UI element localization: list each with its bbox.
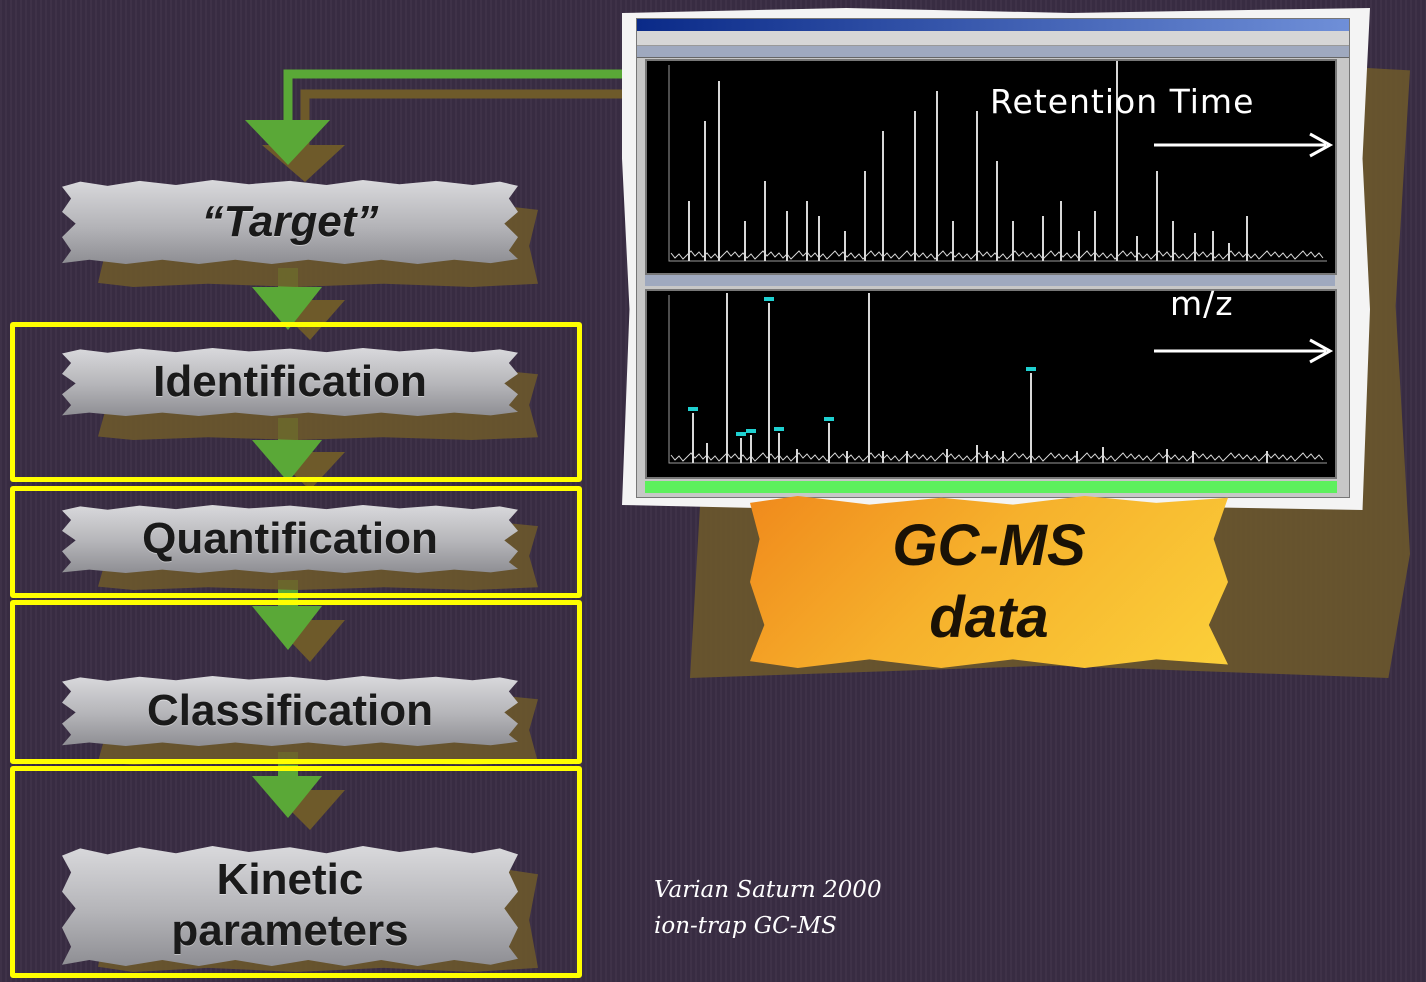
- peak-marker: [736, 432, 746, 436]
- highlight-quantification: [10, 486, 582, 598]
- highlight-classification: [10, 600, 582, 764]
- spectrum-plot: [668, 293, 1327, 464]
- app-window: [636, 18, 1350, 498]
- plot-axis: [668, 65, 1327, 262]
- instrument-note-line2: ion-trap GC-MS: [654, 913, 837, 939]
- plot-axis: [668, 295, 1327, 464]
- status-progress-bar: [645, 481, 1337, 493]
- gcms-data-card: GC-MS data: [750, 496, 1228, 668]
- step-identification-label: Identification: [153, 356, 427, 406]
- title-bar: [637, 19, 1349, 31]
- peak-marker: [774, 427, 784, 431]
- step-kinetic: Kinetic parameters: [62, 846, 518, 966]
- connector-arrowhead: [245, 120, 330, 165]
- peak-marker: [764, 297, 774, 301]
- peak-marker: [1026, 367, 1036, 371]
- highlight-identification: [10, 322, 582, 482]
- gcms-card-line1: GC-MS: [892, 512, 1086, 578]
- highlight-kinetic: [10, 766, 582, 978]
- step-identification: Identification: [62, 348, 518, 416]
- chromatogram-panel: [645, 59, 1337, 275]
- chromatogram-plot: [668, 61, 1327, 262]
- step-kinetic-label-line1: Kinetic: [216, 855, 364, 905]
- spectrum-titlebar: [645, 275, 1335, 286]
- menu-bar: [637, 31, 1349, 46]
- step-quantification-label: Quantification: [142, 513, 438, 563]
- instrument-note: Varian Saturn 2000 ion-trap GC-MS: [654, 872, 882, 944]
- step-quantification: Quantification: [62, 505, 518, 573]
- software-screenshot: [622, 8, 1370, 510]
- peak-marker: [688, 407, 698, 411]
- spectrum-panel: [645, 289, 1337, 479]
- trace-baseline: [670, 250, 1324, 260]
- step-target: “Target”: [62, 180, 518, 264]
- step-target-label: “Target”: [201, 196, 379, 246]
- peak-marker: [746, 429, 756, 433]
- retention-time-label: Retention Time: [990, 82, 1255, 121]
- step-classification-label: Classification: [146, 685, 434, 735]
- step-kinetic-label-line2: parameters: [171, 906, 409, 955]
- mz-label: m/z: [1170, 284, 1234, 323]
- instrument-note-line1: Varian Saturn 2000: [654, 877, 882, 903]
- gcms-card-line2: data: [929, 585, 1049, 650]
- connector-shadow-line: [300, 89, 640, 150]
- mz-arrow: [1154, 338, 1334, 364]
- connector-line: [283, 69, 640, 130]
- trace-baseline: [670, 452, 1324, 462]
- step-classification: Classification: [62, 676, 518, 746]
- peak-marker: [824, 417, 834, 421]
- chromatogram-titlebar: [637, 46, 1349, 58]
- retention-time-arrow: [1154, 132, 1334, 158]
